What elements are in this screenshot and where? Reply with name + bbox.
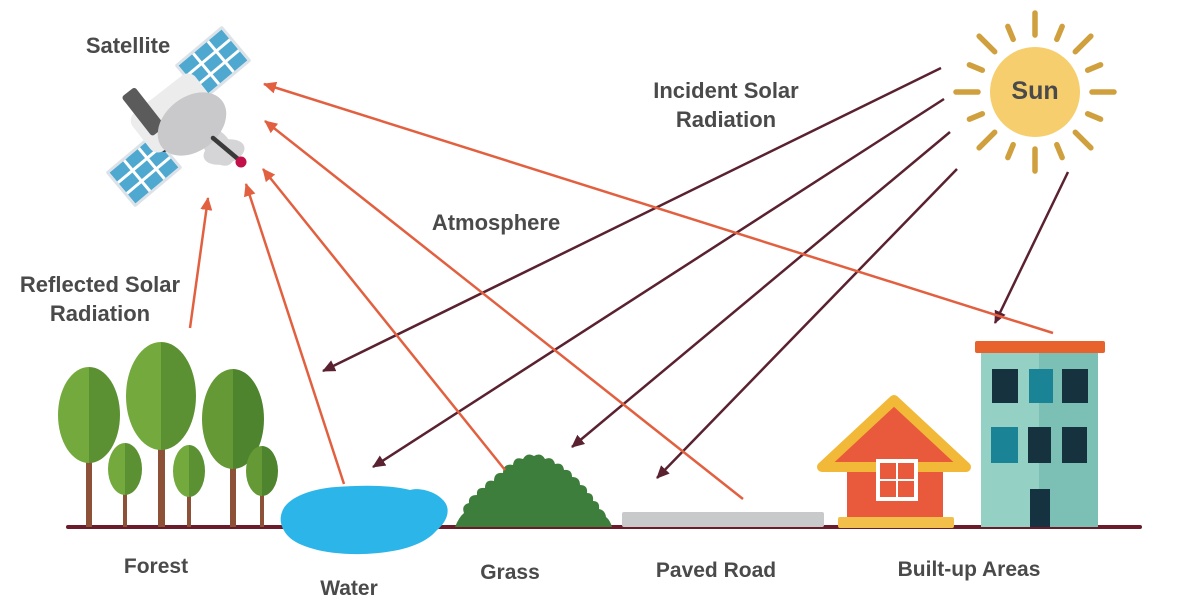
sun-ray-icon (1005, 23, 1016, 43)
reflected-arrow (263, 81, 1054, 335)
house-illustration (817, 395, 971, 528)
grass-illustration (455, 454, 612, 527)
building-illustration (975, 341, 1105, 527)
satellite-illustration (106, 26, 251, 207)
reflected-arrow (244, 183, 346, 485)
sun-rays (953, 10, 1117, 174)
reflected-arrow (262, 168, 506, 471)
sun-ray-icon (1084, 111, 1104, 122)
sun-ray-icon (1072, 33, 1094, 55)
water-illustration (280, 485, 448, 555)
sun-label: Sun (1011, 77, 1059, 105)
incident-arrow (993, 171, 1070, 324)
atmosphere-label: Atmosphere (431, 210, 561, 235)
forest-label: Forest (123, 555, 189, 578)
paved-road-label: Paved Road (655, 559, 777, 582)
grass-label: Grass (480, 561, 540, 584)
incident-arrow (656, 168, 958, 479)
sun-ray-icon (966, 62, 986, 73)
sun-ray-icon (1005, 141, 1016, 161)
reflected-arrow (188, 197, 213, 329)
incident-arrow (322, 66, 942, 373)
sun-ray-icon (1054, 23, 1065, 43)
incident-radiation-arrows (322, 66, 1070, 479)
forest-illustration (58, 342, 278, 527)
incident-arrow (372, 97, 945, 469)
sun-ray-icon (1054, 141, 1065, 161)
sun-ray-icon (976, 129, 998, 151)
sun-ray-icon (1084, 62, 1104, 73)
water-label: Water (320, 577, 378, 600)
incident-arrow (571, 131, 951, 448)
sun-ray-icon (1072, 129, 1094, 151)
reflected-radiation-arrows (188, 81, 1054, 500)
antenna-tip-icon (235, 156, 247, 168)
reflected-arrow (264, 120, 744, 500)
built-up-areas-label: Built-up Areas (897, 558, 1041, 581)
antenna-icon (210, 135, 241, 162)
satellite-label: Satellite (85, 33, 171, 58)
road-illustration (622, 512, 824, 527)
sun-ray-icon (966, 111, 986, 122)
sun-illustration (953, 10, 1117, 174)
sun-ray-icon (976, 33, 998, 55)
